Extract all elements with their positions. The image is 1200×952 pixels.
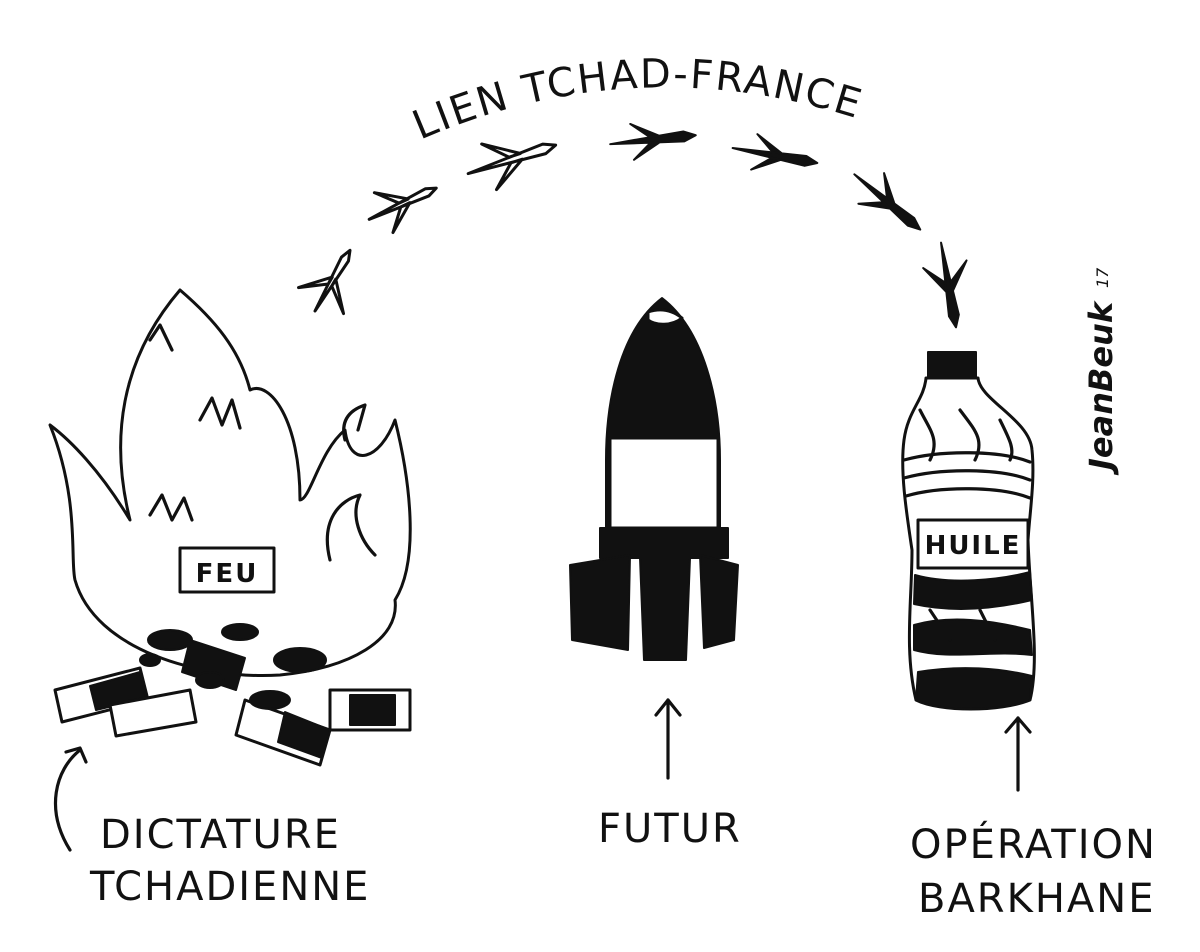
jet-icon (367, 186, 438, 235)
jet-icon (296, 248, 352, 316)
bottle-cap (927, 351, 977, 379)
fire-sign-text: FEU (196, 559, 259, 589)
caption-bottle-line1: OPÉRATION (910, 820, 1157, 868)
bottle-oil (913, 571, 1033, 710)
jet-icon (853, 172, 922, 231)
jet-icon (609, 122, 697, 161)
bottle-label-text: HUILE (925, 531, 1022, 561)
arrow-up-icon (1004, 716, 1032, 792)
caption-bottle-line2: BARKHANE (918, 876, 1155, 922)
jet-icon (731, 133, 819, 171)
oil-bottle: HUILE (901, 351, 1036, 711)
bottle-label-box (916, 518, 1030, 570)
signature-year: 17 (1093, 267, 1112, 288)
pointer-arrows (54, 698, 1032, 852)
cartoon-title: LIEN TCHAD-FRANCE (406, 51, 868, 149)
cartoon-title-text: LIEN TCHAD-FRANCE (406, 51, 866, 149)
caption-fire-line1: DICTATURE (100, 812, 341, 858)
jet-icon (922, 241, 968, 329)
campfire: FEU (48, 288, 412, 767)
artist-signature: JeanBeuk 17 (1082, 267, 1120, 476)
rocket-fins (569, 554, 739, 661)
fire-sign-box (178, 546, 276, 594)
rocket (569, 297, 739, 661)
caption-fire-line2: TCHADIENNE (89, 864, 370, 910)
signature-text: JeanBeuk (1082, 300, 1120, 476)
caption-rocket: FUTUR (598, 806, 742, 852)
rocket-white-band (608, 436, 720, 530)
flame-outline (48, 288, 412, 678)
jet-arc (296, 122, 968, 329)
logs (53, 623, 412, 767)
jet-icon (466, 142, 558, 192)
arrow-up-icon (654, 698, 682, 780)
arrow-up-icon (54, 746, 88, 852)
